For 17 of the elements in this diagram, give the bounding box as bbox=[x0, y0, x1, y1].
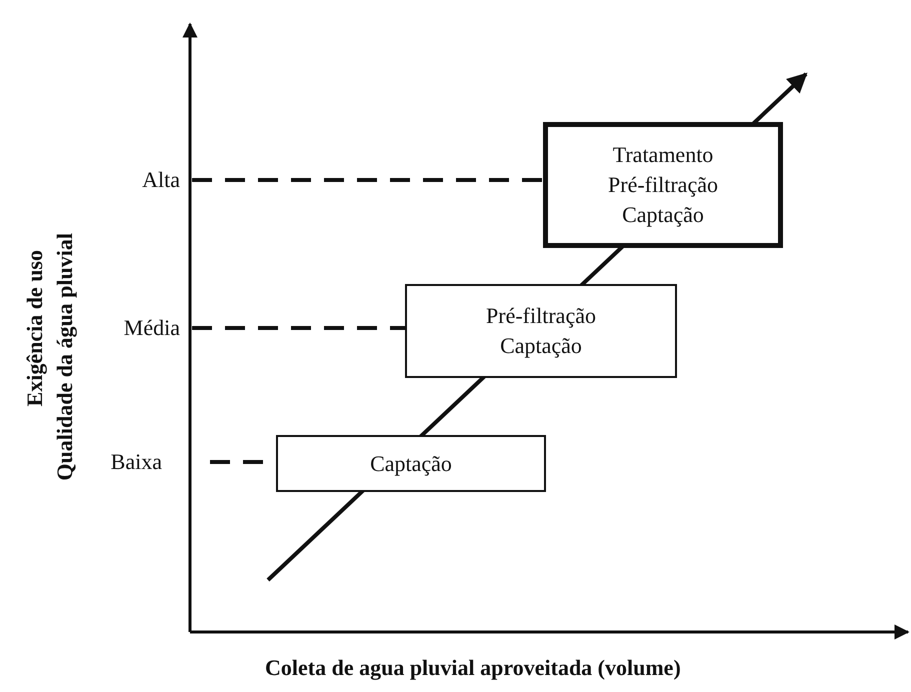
level-label: Média bbox=[118, 313, 180, 343]
level-label: Alta bbox=[126, 165, 180, 195]
step-text: Captação bbox=[622, 201, 704, 229]
step-text: Captação bbox=[370, 450, 452, 478]
process-box bbox=[405, 284, 677, 378]
level-label: Baixa bbox=[96, 447, 162, 477]
axis-title: Qualidade da água pluvial bbox=[52, 233, 78, 481]
axis-title: Exigência de uso bbox=[22, 250, 48, 406]
axis-title: Coleta de agua pluvial aproveitada (volume) bbox=[265, 655, 681, 681]
process-box bbox=[276, 435, 546, 492]
dashed-line bbox=[192, 326, 405, 330]
step-text: Pré-filtração bbox=[486, 302, 596, 330]
step-text: Pré-filtração bbox=[608, 171, 718, 199]
step-text: Captação bbox=[500, 332, 582, 360]
process-box bbox=[543, 122, 783, 248]
dashed-line bbox=[192, 178, 543, 182]
step-text: Tratamento bbox=[612, 141, 714, 169]
